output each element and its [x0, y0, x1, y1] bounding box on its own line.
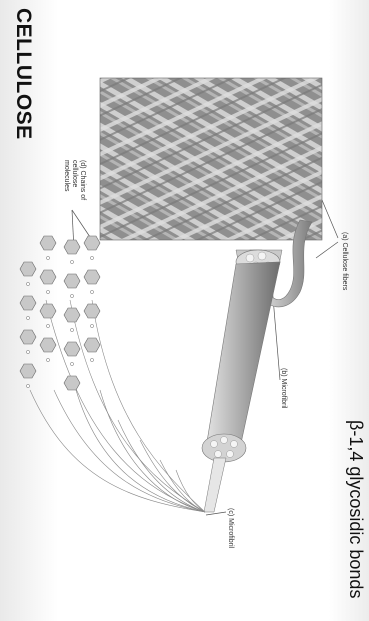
glycosidic-bonds-caption: β-1,4 glycosidic bonds [336, 420, 366, 620]
label-chains-line2: cellulose [70, 160, 78, 200]
label-chains: (d) Chains of cellulose molecules [62, 160, 86, 200]
label-microfibril-b: (b) Microfibril [279, 368, 287, 408]
bond-oxygens [26, 256, 93, 387]
label-cellulose-fibers: (a) Cellulose fibers [340, 232, 348, 290]
microfibril-c [202, 434, 246, 512]
label-chains-line1: (d) Chains of [78, 160, 86, 200]
label-microfibril-c: (c) Microfibril [226, 508, 234, 548]
molecule-chains [30, 300, 205, 512]
slide-title: CELLULOSE [5, 8, 35, 168]
microfibril-b [206, 250, 280, 448]
label-chains-line3: molecules [62, 160, 70, 200]
micrograph-image [100, 78, 322, 240]
